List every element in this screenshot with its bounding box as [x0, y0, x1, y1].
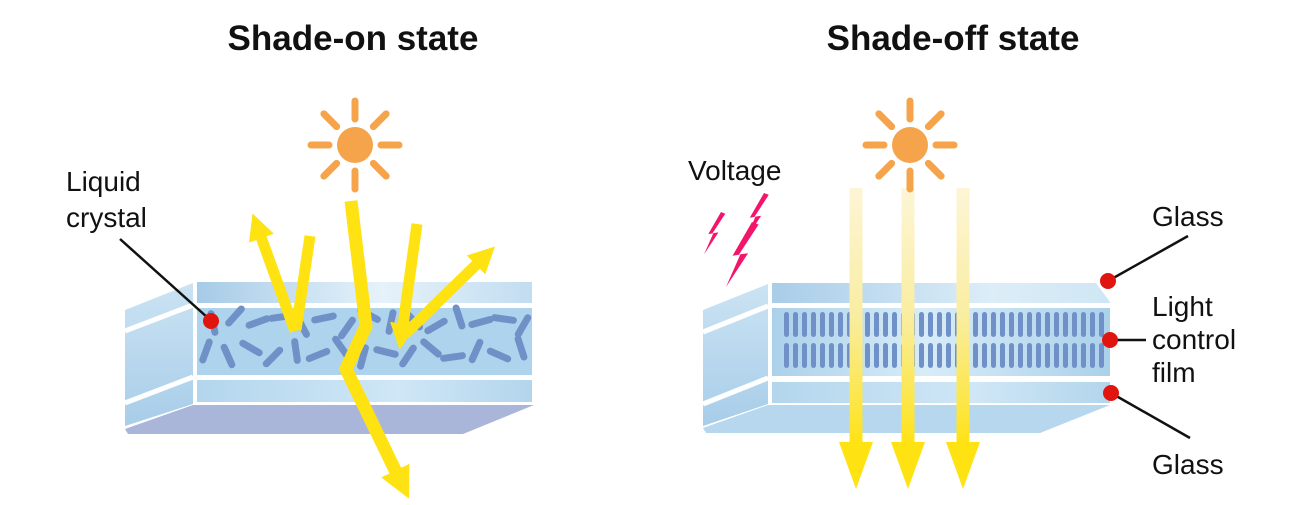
slab-side-gap-top-left	[124, 302, 194, 334]
lightning-bolt-small-icon	[704, 212, 726, 255]
sun-icon	[307, 97, 403, 193]
label-voltage: Voltage	[688, 155, 781, 186]
reflected-ray-up-right-icon	[401, 246, 495, 338]
leader-line-liquid-crystal	[119, 238, 209, 319]
leader-line-glass-bottom	[1110, 391, 1191, 440]
lightning-bolt-large-icon	[726, 222, 759, 287]
label-light-control-film-line3: film	[1152, 357, 1196, 388]
marker-dot-liquid-crystal	[203, 313, 219, 329]
left-title: Shade-on state	[228, 19, 479, 58]
marker-dot-light-control-film	[1102, 332, 1118, 348]
glass-slab-left	[124, 282, 534, 434]
glass-layer-top-right	[772, 283, 1110, 303]
callouts	[119, 234, 1191, 440]
glass-layer-bottom-left	[197, 380, 532, 402]
scattered-light-rays	[249, 200, 495, 499]
right-title: Shade-off state	[827, 19, 1080, 58]
label-glass-top: Glass	[1152, 201, 1224, 232]
glass-layer-bottom-right	[772, 382, 1110, 403]
slab-side-gap-bottom-left	[124, 374, 194, 406]
slab-side-face-left	[125, 283, 193, 426]
transmitted-light-beams	[839, 188, 980, 489]
slab-side-gap-bottom-right	[702, 375, 769, 407]
slab-bottom-face-left	[125, 405, 534, 434]
incident-ray-center-icon	[338, 200, 410, 499]
label-light-control-film-line1: Light	[1152, 291, 1213, 322]
sun-icon	[862, 97, 958, 193]
label-glass-bottom: Glass	[1152, 449, 1224, 480]
label-liquid-crystal-line2: crystal	[66, 202, 147, 233]
reflected-ray-up-left-icon	[249, 213, 301, 333]
lightning-bolt-icon	[704, 193, 769, 287]
incident-ray-right-icon	[390, 223, 423, 350]
marker-dot-glass-top	[1100, 273, 1116, 289]
leader-line-glass-top	[1107, 234, 1189, 283]
label-liquid-crystal-line1: Liquid	[66, 166, 141, 197]
slab-side-gap-top-right	[702, 303, 769, 335]
marker-dot-glass-bottom	[1103, 385, 1119, 401]
label-light-control-film-line2: control	[1152, 324, 1236, 355]
incident-ray-left-icon	[290, 235, 316, 331]
slab-side-face-right	[703, 284, 768, 426]
